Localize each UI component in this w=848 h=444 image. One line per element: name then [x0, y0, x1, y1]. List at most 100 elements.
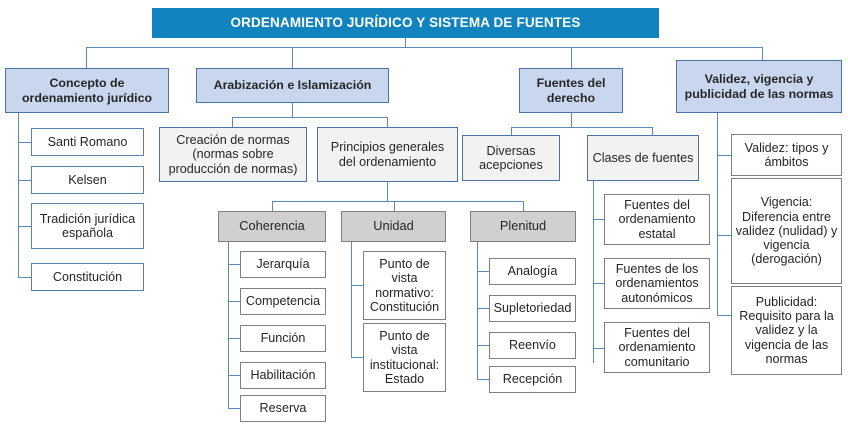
node-vigencia-diferencia[interactable]: Vigencia: Diferencia entre validez (nuli… — [731, 178, 842, 284]
connector-concepto-stub-4 — [18, 277, 31, 278]
connector-validez-stub-3 — [717, 315, 731, 316]
connector-validez-rail — [717, 113, 718, 315]
node-tradicion-juridica-label: Tradición jurídica española — [39, 211, 136, 240]
connector-coherencia-stub-4 — [228, 375, 240, 376]
connector-principios-drop — [387, 182, 388, 201]
connector-arabizacion-to-principios — [387, 117, 388, 127]
connector-concepto-stub-2 — [18, 180, 31, 181]
node-coherencia[interactable]: Coherencia — [218, 211, 326, 242]
node-recepcion-label: Recepción — [502, 372, 563, 387]
node-habilitacion-label: Habilitación — [250, 368, 316, 383]
node-unidad[interactable]: Unidad — [341, 211, 446, 242]
node-jerarquia-label: Jerarquía — [256, 257, 310, 272]
node-santi-romano-label: Santi Romano — [47, 134, 128, 149]
node-santi-romano[interactable]: Santi Romano — [31, 128, 144, 156]
diagram-title-box: ORDENAMIENTO JURÍDICO Y SISTEMA DE FUENT… — [152, 8, 659, 38]
connector-coherencia-stub-1 — [228, 264, 240, 265]
connector-coherencia-stub-3 — [228, 338, 240, 339]
node-clases-fuentes[interactable]: Clases de fuentes — [587, 135, 699, 181]
node-constitucion-label: Constitución — [52, 269, 123, 284]
node-habilitacion[interactable]: Habilitación — [240, 362, 326, 389]
connector-clases-stub-3 — [593, 348, 604, 349]
node-reserva[interactable]: Reserva — [240, 395, 326, 422]
node-validez-tipos[interactable]: Validez: tipos y ámbitos — [731, 134, 842, 176]
connector-clases-rail — [593, 181, 594, 363]
node-constitucion[interactable]: Constitución — [31, 263, 144, 291]
connector-coherencia-rail — [228, 242, 229, 408]
node-punto-vista-normativo[interactable]: Punto de vista normativo: Constitución — [363, 251, 446, 320]
node-fuentes-autonomicos-label: Fuentes de los ordenamientos autonómicos — [615, 262, 699, 305]
connector-clases-stub-2 — [593, 283, 604, 284]
connector-clases-stub-1 — [593, 219, 604, 220]
connector-title-drop — [405, 38, 406, 48]
connector-fuentes-to-acepciones — [511, 127, 512, 135]
connector-coherencia-stub-2 — [228, 301, 240, 302]
node-coherencia-label: Coherencia — [239, 218, 305, 234]
node-supletoriedad[interactable]: Supletoriedad — [489, 295, 576, 322]
node-arabizacion[interactable]: Arabización e Islamización — [196, 68, 389, 103]
node-principios-generales[interactable]: Principios generales del ordenamiento — [317, 127, 458, 182]
node-vigencia-diferencia-label: Vigencia: Diferencia entre validez (nuli… — [735, 195, 838, 267]
connector-bus-to-fuentes — [571, 47, 572, 68]
node-fuentes-comunitario[interactable]: Fuentes del ordenamiento comunitario — [604, 322, 710, 373]
node-competencia[interactable]: Competencia — [240, 288, 326, 315]
node-plenitud-label: Plenitud — [499, 218, 547, 234]
node-plenitud[interactable]: Plenitud — [470, 211, 576, 242]
connector-bus-to-validez — [762, 47, 763, 68]
node-kelsen-label: Kelsen — [68, 172, 107, 187]
connector-concepto-stub-1 — [18, 142, 31, 143]
node-creacion-normas[interactable]: Creación de normas (normas sobre producc… — [159, 127, 307, 182]
node-diversas-acepciones[interactable]: Diversas acepciones — [462, 135, 560, 181]
connector-principios-bus — [272, 201, 523, 202]
connector-plenitud-stub-3 — [477, 345, 489, 346]
node-punto-vista-institucional-label: Punto de vista institucional: Estado — [369, 329, 440, 386]
connector-plenitud-stub-1 — [477, 271, 489, 272]
node-punto-vista-institucional[interactable]: Punto de vista institucional: Estado — [363, 323, 446, 392]
node-fuentes-comunitario-label: Fuentes del ordenamiento comunitario — [618, 326, 696, 369]
node-jerarquia[interactable]: Jerarquía — [240, 251, 326, 278]
node-competencia-label: Competencia — [245, 294, 321, 309]
connector-validez-stub-2 — [717, 235, 731, 236]
node-reenvio[interactable]: Reenvío — [489, 332, 576, 359]
node-fuentes-autonomicos[interactable]: Fuentes de los ordenamientos autonómicos — [604, 258, 710, 309]
connector-unidad-stub-2 — [351, 357, 363, 358]
node-analogia[interactable]: Analogía — [489, 258, 576, 285]
connector-arabizacion-bus — [232, 117, 387, 118]
node-fuentes-derecho[interactable]: Fuentes del derecho — [519, 68, 623, 113]
node-arabizacion-label: Arabización e Islamización — [213, 78, 372, 93]
connector-unidad-rail — [351, 242, 352, 357]
node-unidad-label: Unidad — [373, 218, 414, 234]
node-analogia-label: Analogía — [507, 264, 558, 279]
node-funcion[interactable]: Función — [240, 325, 326, 352]
node-concepto[interactable]: Concepto de ordenamiento jurídico — [5, 68, 169, 113]
node-fuentes-estatal[interactable]: Fuentes del ordenamiento estatal — [604, 194, 710, 245]
node-tradicion-juridica[interactable]: Tradición jurídica española — [31, 203, 144, 249]
node-validez-vigencia[interactable]: Validez, vigencia y publicidad de las no… — [676, 60, 842, 113]
node-supletoriedad-label: Supletoriedad — [493, 301, 572, 316]
node-publicidad-requisito[interactable]: Publicidad: Requisito para la validez y … — [731, 286, 842, 375]
node-reenvio-label: Reenvío — [509, 338, 556, 353]
node-reserva-label: Reserva — [259, 401, 307, 416]
node-fuentes-estatal-label: Fuentes del ordenamiento estatal — [618, 198, 696, 241]
connector-principios-to-unidad — [394, 201, 395, 211]
node-recepcion[interactable]: Recepción — [489, 366, 576, 393]
node-punto-vista-normativo-label: Punto de vista normativo: Constitución — [369, 257, 440, 314]
connector-principios-to-plenitud — [523, 201, 524, 211]
node-validez-vigencia-label: Validez, vigencia y publicidad de las no… — [684, 72, 834, 101]
node-kelsen[interactable]: Kelsen — [31, 166, 144, 194]
connector-validez-stub-1 — [717, 155, 731, 156]
connector-bus-to-concepto — [86, 47, 87, 68]
connector-arabizacion-to-creacion — [232, 117, 233, 127]
node-funcion-label: Función — [260, 331, 306, 346]
connector-coherencia-stub-5 — [228, 408, 240, 409]
diagram-title-text: ORDENAMIENTO JURÍDICO Y SISTEMA DE FUENT… — [230, 15, 581, 31]
connector-unidad-stub-1 — [351, 285, 363, 286]
connector-fuentes-drop — [571, 113, 572, 127]
node-principios-generales-label: Principios generales del ordenamiento — [330, 140, 445, 169]
connector-concepto-rail — [18, 113, 19, 277]
node-diversas-acepciones-label: Diversas acepciones — [479, 143, 543, 172]
connector-main-bus — [86, 47, 762, 48]
node-concepto-label: Concepto de ordenamiento jurídico — [21, 76, 153, 105]
node-clases-fuentes-label: Clases de fuentes — [592, 150, 694, 165]
node-validez-tipos-label: Validez: tipos y ámbitos — [744, 140, 829, 169]
